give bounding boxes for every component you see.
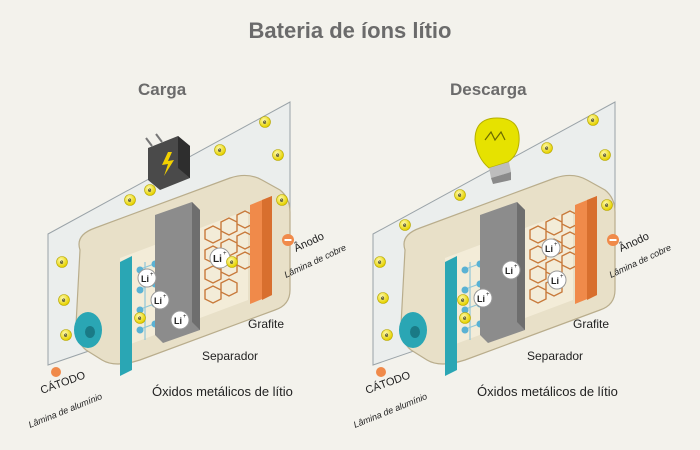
electron-letter: e: [128, 198, 132, 204]
separator-plate: [155, 202, 200, 343]
li-ion: Li +: [547, 270, 567, 290]
cathode-label: CÁTODO: [39, 368, 88, 396]
lightbulb-icon: [474, 117, 520, 184]
graphite-label: Grafite: [248, 317, 284, 331]
svg-text:Li: Li: [141, 274, 149, 284]
li-ion: Li +: [150, 290, 170, 310]
oxides-label: Óxidos metálicos de lítio: [477, 384, 618, 399]
electron-letter: e: [218, 148, 222, 154]
copper-label: Lâmina de cobre: [608, 242, 673, 279]
electron-letter: e: [385, 333, 389, 339]
electron-letter: e: [603, 153, 607, 159]
electron-letter: e: [378, 260, 382, 266]
panel-heading-carga: Carga: [138, 80, 187, 99]
svg-text:+: +: [223, 251, 227, 257]
electron-letter: e: [381, 296, 385, 302]
li-ion: Li +: [170, 310, 190, 330]
svg-text:Li: Li: [545, 244, 553, 254]
page-title: Bateria de íons lítio: [248, 18, 452, 43]
anode-label: Ânodo: [292, 229, 326, 254]
li-ion: Li +: [501, 260, 521, 280]
anode-label: Ânodo: [617, 229, 651, 254]
aluminum-label: Lâmina de alumínio: [352, 391, 429, 430]
electron-letter: e: [463, 316, 467, 322]
li-ion: Li +: [473, 288, 493, 308]
panel-carga: Li + Li + Li + Li +: [27, 101, 348, 430]
electron-letter: e: [64, 333, 68, 339]
electron-letter: e: [138, 316, 142, 322]
electron-labels: e e e e e e e e e e e e e e e e e e e e e e: [60, 118, 609, 339]
electron-letter: e: [458, 193, 462, 199]
electron-letter: e: [148, 188, 152, 194]
electron-letter: e: [276, 153, 280, 159]
svg-text:+: +: [486, 292, 490, 298]
electron-letter: e: [605, 203, 609, 209]
electron-letter: e: [60, 260, 64, 266]
svg-text:Li: Li: [174, 316, 182, 326]
svg-text:+: +: [183, 314, 187, 320]
panel-descarga: Li + Li + Li + Li +: [352, 101, 673, 430]
svg-text:+: +: [514, 264, 518, 270]
charger-icon: [145, 133, 190, 190]
electron-letter: e: [545, 146, 549, 152]
electron-letter: e: [461, 298, 465, 304]
copper-label: Lâmina de cobre: [283, 242, 348, 279]
li-ion: Li +: [209, 247, 231, 269]
li-ion: Li +: [137, 268, 157, 288]
electron-letter: e: [591, 118, 595, 124]
electron-letter: e: [403, 223, 407, 229]
svg-text:+: +: [150, 272, 154, 278]
electron-letter: e: [280, 198, 284, 204]
separator-label: Separador: [527, 349, 583, 363]
li-ion: Li +: [541, 238, 561, 258]
svg-text:Li: Li: [154, 296, 162, 306]
svg-text:+: +: [163, 294, 167, 300]
svg-text:Li: Li: [213, 254, 222, 265]
graphite-label: Grafite: [573, 317, 609, 331]
electron-letter: e: [263, 120, 267, 126]
electron-letter: e: [62, 298, 66, 304]
aluminum-plate: [120, 256, 132, 376]
svg-text:Li: Li: [477, 294, 485, 304]
oxides-label: Óxidos metálicos de lítio: [152, 384, 293, 399]
cathode-label: CÁTODO: [364, 368, 413, 396]
separator-label: Separador: [202, 349, 258, 363]
svg-text:Li: Li: [505, 266, 513, 276]
svg-text:Li: Li: [551, 276, 559, 286]
panel-heading-descarga: Descarga: [450, 80, 527, 99]
svg-text:+: +: [554, 242, 558, 248]
aluminum-plate: [445, 256, 457, 376]
aluminum-label: Lâmina de alumínio: [27, 391, 104, 430]
svg-text:+: +: [560, 274, 564, 280]
electron-letter: e: [230, 260, 234, 266]
